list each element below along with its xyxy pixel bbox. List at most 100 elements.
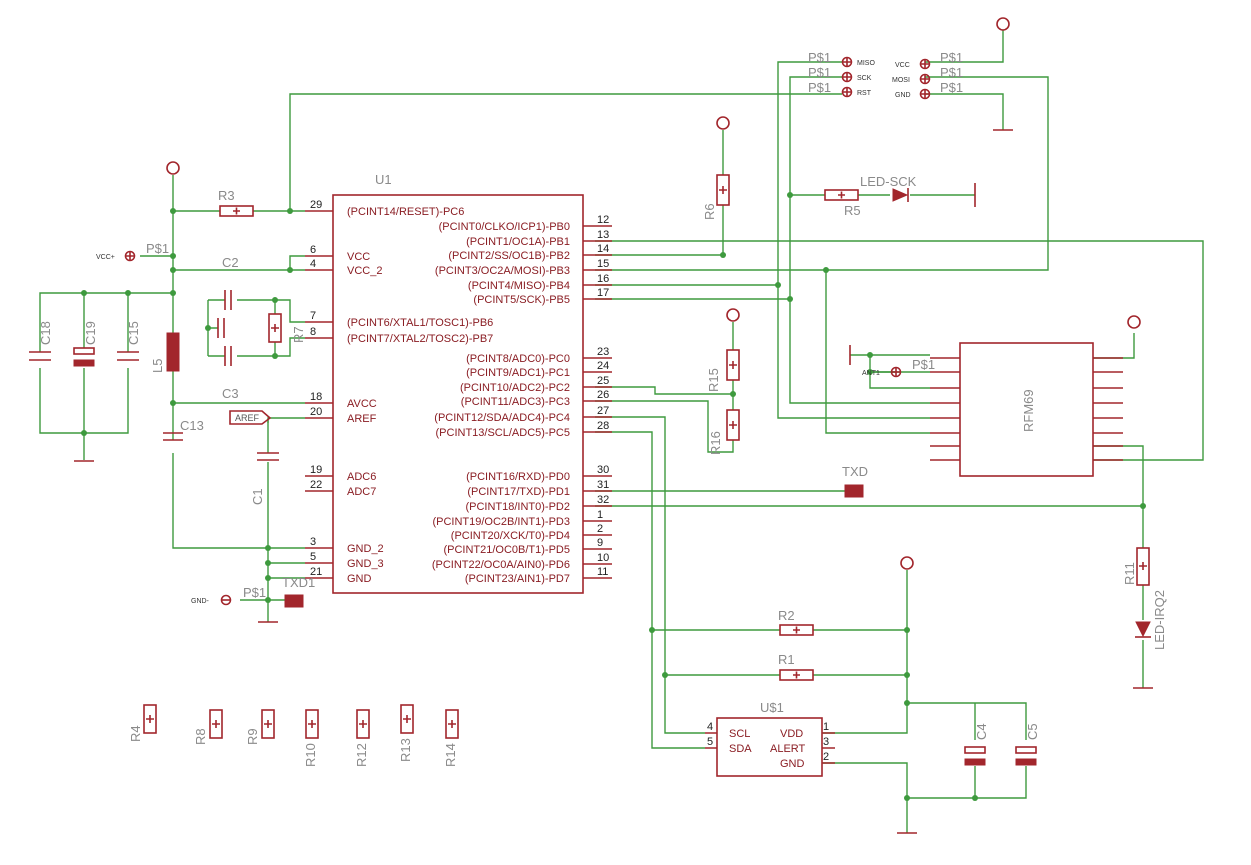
u1-pin-number: 16	[597, 273, 609, 285]
header-label-sck: SCK	[857, 75, 872, 82]
pad-ant-label: ANT1	[862, 370, 880, 377]
u1-pin-number: 3	[310, 536, 316, 548]
header-pad-vcc: P$1	[940, 50, 963, 65]
u2-pin5-num: 5	[707, 736, 713, 748]
wires	[39, 30, 1204, 833]
pad-ant-name: P$1	[912, 357, 935, 372]
u1-pin-label: (PCINT20/XCK/T0)-PD4	[451, 530, 570, 542]
u1-pin-number: 8	[310, 326, 316, 338]
c19-ref: C19	[83, 321, 98, 345]
u1-pin-label: (PCINT17/TXD)-PD1	[467, 486, 570, 498]
u1-pin-label: (PCINT6/XTAL1/TOSC1)-PB6	[347, 317, 493, 329]
u1-ref: U1	[375, 172, 392, 187]
u1-pin-label: (PCINT18/INT0)-PD2	[465, 501, 570, 513]
u1-pin-number: 29	[310, 199, 322, 211]
u1-pin-number: 26	[597, 389, 609, 401]
u1-pin-label: GND	[347, 573, 372, 585]
u2-pin-scl: SCL	[729, 728, 750, 740]
u1-pin-number: 30	[597, 464, 609, 476]
u1-pin-label: ADC7	[347, 486, 376, 498]
u1-pin-label: (PCINT4/MISO)-PB4	[468, 280, 570, 292]
r7-ref: R7	[291, 326, 306, 343]
r16-ref: R16	[708, 431, 723, 455]
led-irq2-ref: LED-IRQ2	[1152, 590, 1167, 650]
u1-pin-number: 2	[597, 523, 603, 535]
r10-ref: R10	[303, 743, 318, 767]
r1-ref: R1	[778, 652, 795, 667]
u1-pin-label: (PCINT19/OC2B/INT1)-PD3	[432, 516, 570, 528]
u2-pin2-num: 2	[823, 751, 829, 763]
u1-pin-label: (PCINT14/RESET)-PC6	[347, 206, 464, 218]
c18-ref: C18	[38, 321, 53, 345]
u1-pin-label: (PCINT2/SS/OC1B)-PB2	[448, 250, 570, 262]
header-pad-rst: P$1	[808, 80, 831, 95]
u2-pin-vdd: VDD	[780, 728, 803, 740]
pad-gnd-name: P$1	[243, 585, 266, 600]
supply-symbols	[74, 17, 1153, 834]
u2-pin3-num: 3	[823, 736, 829, 748]
u1-pin-number: 24	[597, 360, 609, 372]
u1-pin-number: 23	[597, 346, 609, 358]
u2-pin-sda: SDA	[729, 743, 752, 755]
u1-pin-label: AVCC	[347, 398, 377, 410]
u1-pin-number: 21	[310, 566, 322, 578]
u1-pin-number: 5	[310, 551, 316, 563]
header-pad-miso: P$1	[808, 50, 831, 65]
u1-pin-number: 32	[597, 494, 609, 506]
u1-pin-number: 9	[597, 537, 603, 549]
c13-ref: C13	[180, 418, 204, 433]
header-pad-sck: P$1	[808, 65, 831, 80]
u1-left-pins: 29(PCINT14/RESET)-PC66VCC4VCC_27(PCINT6/…	[305, 199, 493, 585]
u1-pin-number: 11	[597, 566, 608, 578]
u1-pin-label: (PCINT11/ADC3)-PC3	[461, 396, 570, 408]
u1-pin-label: VCC	[347, 251, 370, 263]
u1-pin-number: 14	[597, 243, 609, 255]
u1-pin-number: 1	[597, 509, 603, 521]
u2-pin4-num: 4	[707, 721, 713, 733]
passives: R3 C2 L5 C3 C13 C1 C18 C19 C15 R7 R6 R5 …	[29, 174, 1167, 767]
ic-u1: U1 29(PCINT14/RESET)-PC66VCC4VCC_27(PCIN…	[305, 172, 612, 594]
u1-right-pins: 12(PCINT0/CLKO/ICP1)-PB013(PCINT1/OC1A)-…	[432, 214, 612, 585]
r11-ref: R11	[1122, 562, 1137, 585]
pad-vcc-name: P$1	[146, 241, 169, 256]
c5-ref: C5	[1025, 723, 1040, 740]
c1-ref: C1	[250, 488, 265, 505]
rfm-ref: RFM69	[1021, 389, 1036, 432]
r5-ref: R5	[844, 203, 861, 218]
r9-ref: R9	[245, 728, 260, 745]
junctions	[81, 192, 1146, 801]
u1-pin-number: 28	[597, 420, 609, 432]
u1-pin-label: GND_2	[347, 543, 384, 555]
u1-pin-number: 31	[597, 479, 609, 491]
u2-ref: U$1	[760, 700, 784, 715]
u1-pin-number: 19	[310, 464, 322, 476]
u1-pin-number: 25	[597, 375, 609, 387]
header-left-pads: P$1 P$1 P$1 MISO SCK RST	[808, 50, 875, 98]
u2-pin1-num: 1	[823, 721, 829, 733]
u1-pin-number: 17	[597, 287, 609, 299]
r2-ref: R2	[778, 608, 795, 623]
header-pad-mosi: P$1	[940, 65, 963, 80]
r15-ref: R15	[706, 368, 721, 392]
u1-pin-number: 7	[310, 310, 316, 322]
aref-label: AREF	[235, 413, 260, 423]
u1-pin-label: (PCINT12/SDA/ADC4)-PC4	[434, 412, 570, 424]
u1-pin-number: 22	[310, 479, 322, 491]
ic-rfm69: RFM69	[930, 342, 1123, 477]
header-label-miso: MISO	[857, 60, 875, 67]
u1-pin-number: 20	[310, 406, 322, 418]
led-sck-ref: LED-SCK	[860, 174, 917, 189]
u1-pin-label: (PCINT21/OC0B/T1)-PD5	[443, 544, 570, 556]
u1-pin-label: GND_3	[347, 558, 384, 570]
u1-pin-number: 12	[597, 214, 609, 226]
c15-ref: C15	[126, 321, 141, 345]
u1-pin-label: (PCINT10/ADC2)-PC2	[460, 382, 570, 394]
u1-pin-number: 4	[310, 258, 316, 270]
u1-pin-label: (PCINT7/XTAL2/TOSC2)-PB7	[347, 333, 493, 345]
r3-ref: R3	[218, 188, 235, 203]
u1-pin-label: VCC_2	[347, 265, 382, 277]
u1-pin-label: ADC6	[347, 471, 376, 483]
u2-pin-alert: ALERT	[770, 743, 806, 755]
u1-pin-label: (PCINT0/CLKO/ICP1)-PB0	[439, 221, 570, 233]
